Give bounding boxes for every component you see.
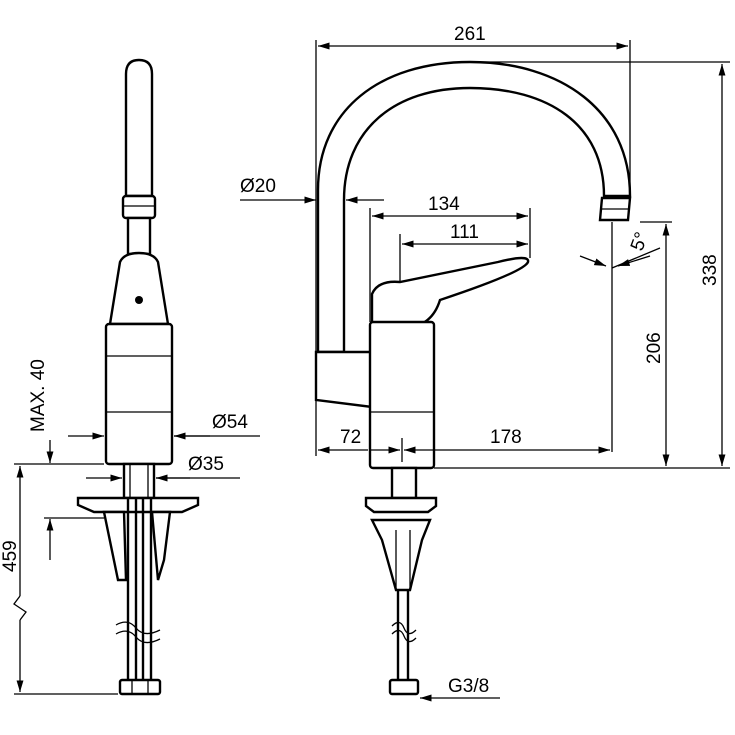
side-view	[76, 58, 200, 696]
side-hoses	[115, 498, 162, 696]
dim-lever-111: 111	[450, 222, 479, 243]
dim-body-diameter: Ø54	[212, 412, 248, 433]
front-mount-plate	[364, 496, 438, 514]
dim-spout-projection: 178	[490, 427, 522, 448]
dim-lever-134: 134	[428, 194, 460, 215]
dim-total-height: 338	[700, 254, 721, 286]
dim-thread: G3/8	[448, 676, 489, 697]
side-lever-dot	[135, 296, 143, 304]
dim-tilt-angle: 5°	[627, 229, 653, 253]
dim-base-offset: 72	[340, 427, 361, 448]
side-body	[104, 322, 174, 466]
dim-hole-diameter: Ø35	[188, 454, 224, 475]
front-view	[314, 60, 632, 696]
side-dimensions: Ø54 Ø35 MAX. 40 459	[0, 359, 260, 695]
dim-spout-height: 206	[644, 332, 665, 364]
dim-spout-diameter: Ø20	[240, 176, 276, 197]
side-neck	[126, 216, 152, 256]
front-lever	[370, 256, 530, 330]
dim-hose-length: 459	[0, 540, 21, 572]
side-mount-plate	[76, 496, 200, 514]
dim-max-deck: MAX. 40	[28, 359, 49, 432]
side-spout-tube	[124, 58, 154, 198]
front-spout-arc	[316, 60, 632, 354]
dim-overall-reach: 261	[454, 24, 486, 45]
side-lever-head	[108, 251, 170, 326]
side-aerator-ring	[121, 194, 157, 220]
front-dimensions: 261 338 206 Ø20 134 111 5° 72	[240, 24, 730, 702]
